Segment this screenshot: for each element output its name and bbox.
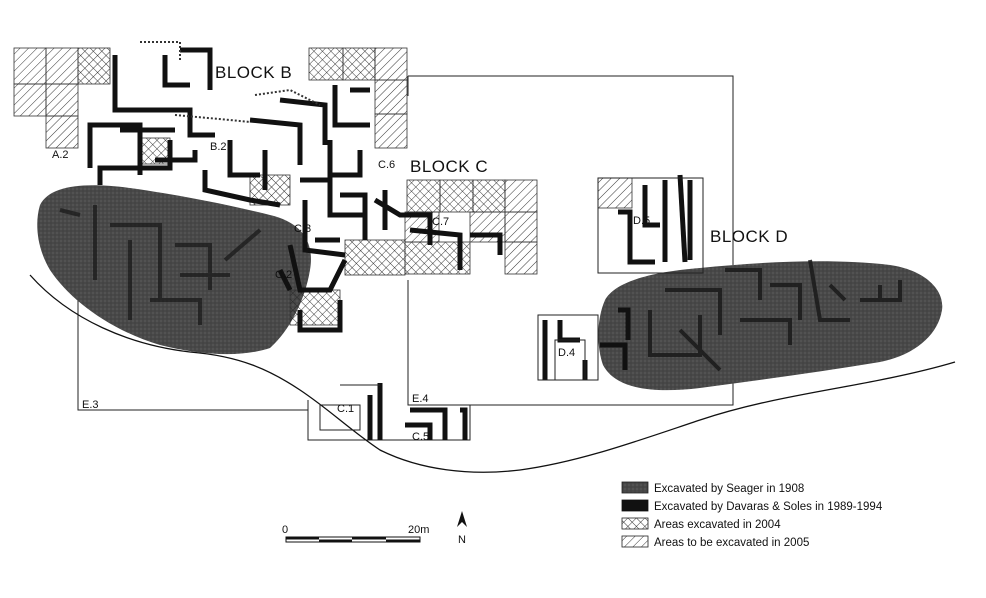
room-b2-label: B.2 (210, 141, 227, 153)
room-c6-label: C.6 (378, 159, 395, 171)
room-e4-label: E.4 (412, 393, 429, 405)
legend: Excavated by Seager in 1908 Excavated by… (621, 481, 883, 549)
block-d-label: BLOCK D (710, 227, 788, 246)
legend-item-davaras-soles: Excavated by Davaras & Soles in 1989-199… (621, 499, 883, 513)
scale-start-label: 0 (282, 524, 288, 536)
north-label: N (458, 534, 466, 546)
coastline (29, 274, 956, 473)
legend-label-2005: Areas to be excavated in 2005 (654, 537, 809, 549)
walls-south-rooms-thin (319, 384, 380, 431)
walls-block-b-dotted (140, 41, 321, 123)
legend-item-seager: Excavated by Seager in 1908 (621, 481, 804, 495)
walls-block-d (542, 174, 693, 380)
legend-label-seager: Excavated by Seager in 1908 (654, 483, 804, 495)
scale-end-label: 20m (408, 524, 429, 536)
room-c1-label: C.1 (337, 403, 354, 415)
room-e3-label: E.3 (82, 399, 99, 411)
room-c3-label: C.3 (294, 223, 311, 235)
room-a2-label: A.2 (52, 149, 69, 161)
north-arrow: N (457, 511, 467, 546)
room-c5-label: C.5 (412, 431, 429, 443)
room-c2-label: C.2 (275, 269, 292, 281)
walls-block-b (87, 47, 328, 208)
scale-bar: 0 20m (282, 524, 429, 543)
walls-south-rooms (367, 383, 468, 440)
legend-swatch-seager (621, 481, 649, 494)
walls-block-c (277, 85, 503, 333)
legend-label-2004: Areas excavated in 2004 (654, 519, 781, 531)
legend-swatch-solid (621, 499, 649, 512)
block-b-label: BLOCK B (215, 63, 292, 82)
walls-seager-east (648, 259, 902, 372)
walls-block-d-thin (537, 177, 704, 381)
room-d5-label: D.5 (633, 215, 650, 227)
north-arrow-icon (457, 511, 467, 527)
legend-label-davaras-soles: Excavated by Davaras & Soles in 1989-199… (654, 501, 883, 513)
room-c7-label: C.7 (432, 216, 449, 228)
seager-area-west (37, 185, 311, 355)
grid-squares-2005 (13, 47, 633, 275)
walls-seager-west (59, 205, 262, 325)
legend-swatch-diagonal (621, 535, 649, 548)
legend-swatch-crosshatch (621, 517, 649, 530)
seager-area-east (598, 261, 943, 391)
block-c-label: BLOCK C (410, 157, 488, 176)
legend-item-2004: Areas excavated in 2004 (621, 517, 781, 531)
room-d4-label: D.4 (558, 347, 575, 359)
site-boundary-lines (77, 75, 734, 441)
legend-item-2005: Areas to be excavated in 2005 (621, 535, 809, 549)
